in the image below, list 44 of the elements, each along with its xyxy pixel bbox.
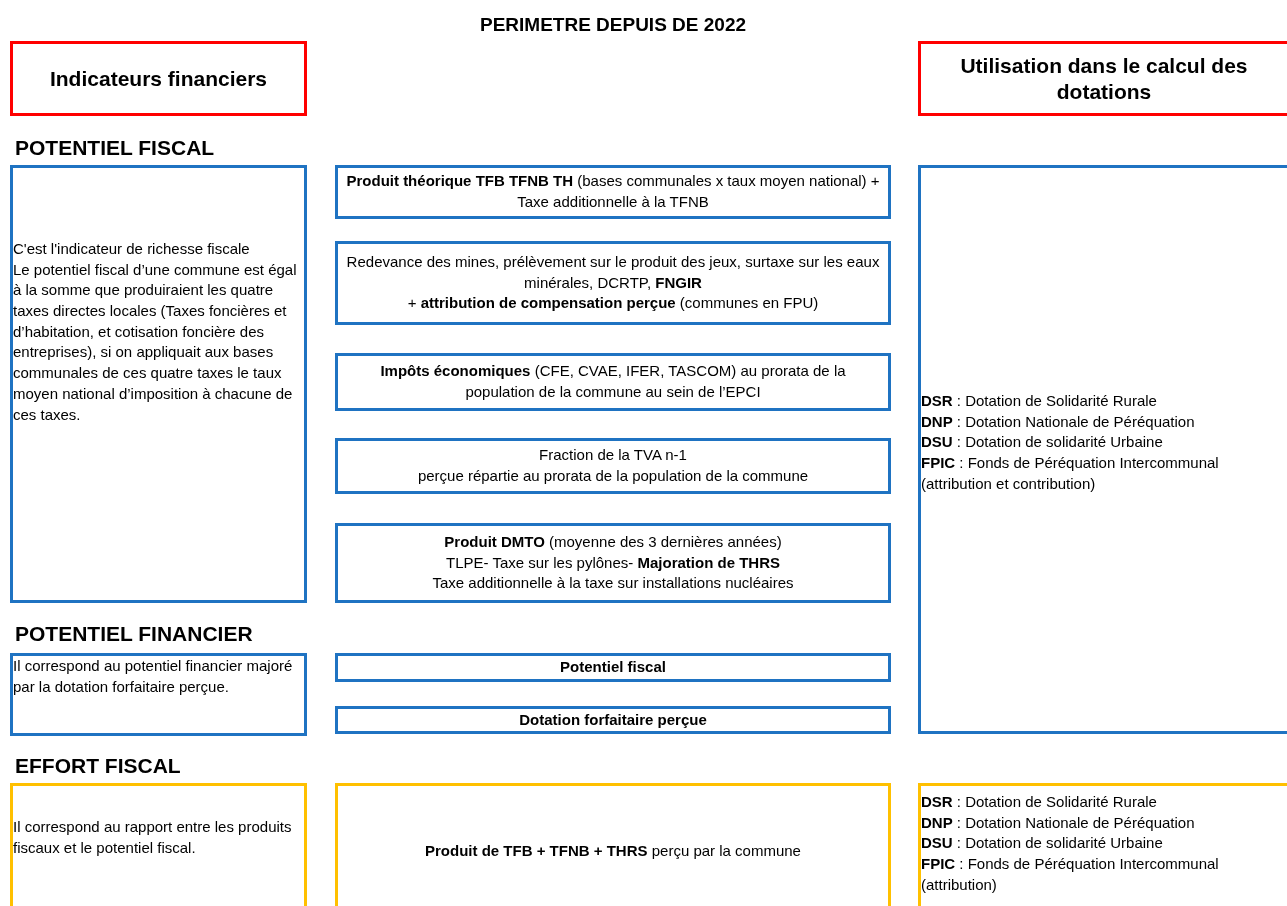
box-text: Utilisation dans le calcul des dotations	[959, 53, 1249, 104]
info-box	[335, 523, 891, 603]
diagram-title: PERIMETRE DEPUIS DE 2022	[478, 14, 748, 36]
box-text: DSU : Dotation de solidarité Urbaine	[921, 432, 1164, 453]
header-box	[918, 41, 1287, 116]
box-text: Potentiel fiscal	[559, 657, 667, 678]
info-box	[335, 353, 891, 411]
box-text: Dotation forfaitaire perçue	[518, 709, 708, 730]
info-box	[335, 783, 891, 906]
box-text: Produit DMTO (moyenne des 3 dernières années)	[443, 531, 783, 552]
box-text: DSR : Dotation de Solidarité Rurale	[921, 792, 1158, 812]
info-box	[10, 653, 307, 736]
section-heading: POTENTIEL FISCAL	[15, 136, 215, 160]
info-box	[335, 438, 891, 494]
box-text: + attribution de compensation perçue (communes en FPU)	[406, 293, 820, 314]
box-text: perçue répartie au prorata de la population de la commune	[416, 466, 810, 486]
info-box	[335, 653, 891, 682]
info-box	[335, 241, 891, 325]
box-text: Taxe additionnelle à la taxe sur installations nucléaires	[431, 573, 795, 594]
box-text: Il correspond au rapport entre les produits fiscaux et le potentiel fiscal.	[13, 817, 293, 858]
box-text: Impôts économiques (CFE, CVAE, IFER, TASCOM) au prorata de la population de la commune au sein de l’EPCI	[379, 361, 847, 402]
box-text: DSU : Dotation de solidarité Urbaine	[921, 833, 1164, 854]
box-text: Produit de TFB + TFNB + THRS perçu par la commune	[424, 841, 802, 861]
box-text: FPIC : Fonds de Péréquation Intercommunal (attribution et contribution)	[921, 453, 1220, 494]
box-text: Fraction de la TVA n-1	[538, 445, 688, 466]
box-text: DNP : Dotation Nationale de Péréquation	[921, 812, 1196, 833]
info-box	[335, 165, 891, 219]
box-text: DNP : Dotation Nationale de Péréquation	[921, 411, 1196, 432]
info-box	[10, 783, 307, 906]
info-box	[10, 165, 307, 603]
box-text: C'est l'indicateur de richesse fiscale	[13, 239, 251, 259]
section-heading: POTENTIEL FINANCIER	[15, 622, 253, 646]
box-text: Indicateurs financiers	[48, 65, 269, 92]
box-text: TLPE- Taxe sur les pylônes- Majoration de THRS	[445, 552, 781, 573]
info-box	[918, 783, 1287, 906]
header-box	[10, 41, 307, 116]
info-box	[335, 706, 891, 734]
section-heading: EFFORT FISCAL	[15, 754, 181, 778]
box-text: Il correspond au potentiel financier majoré par la dotation forfaitaire perçue.	[13, 656, 294, 697]
box-text: Le potentiel fiscal d’une commune est égal à la somme que produiraient les quatre taxes directes locales (Taxes foncières et d’habitation, et cotisation foncière des entreprises), si on appliquait aux bases communales de ces quatre taxes le taux moyen national d’imposition à chacune de ces taxes.	[13, 259, 298, 425]
box-text: Produit théorique TFB TFNB TH (bases communales x taux moyen national) + Taxe additionnelle à la TFNB	[346, 171, 880, 212]
info-box	[918, 165, 1287, 734]
box-text: DSR : Dotation de Solidarité Rurale	[921, 391, 1158, 411]
box-text: FPIC : Fonds de Péréquation Intercommunal (attribution)	[921, 854, 1220, 895]
